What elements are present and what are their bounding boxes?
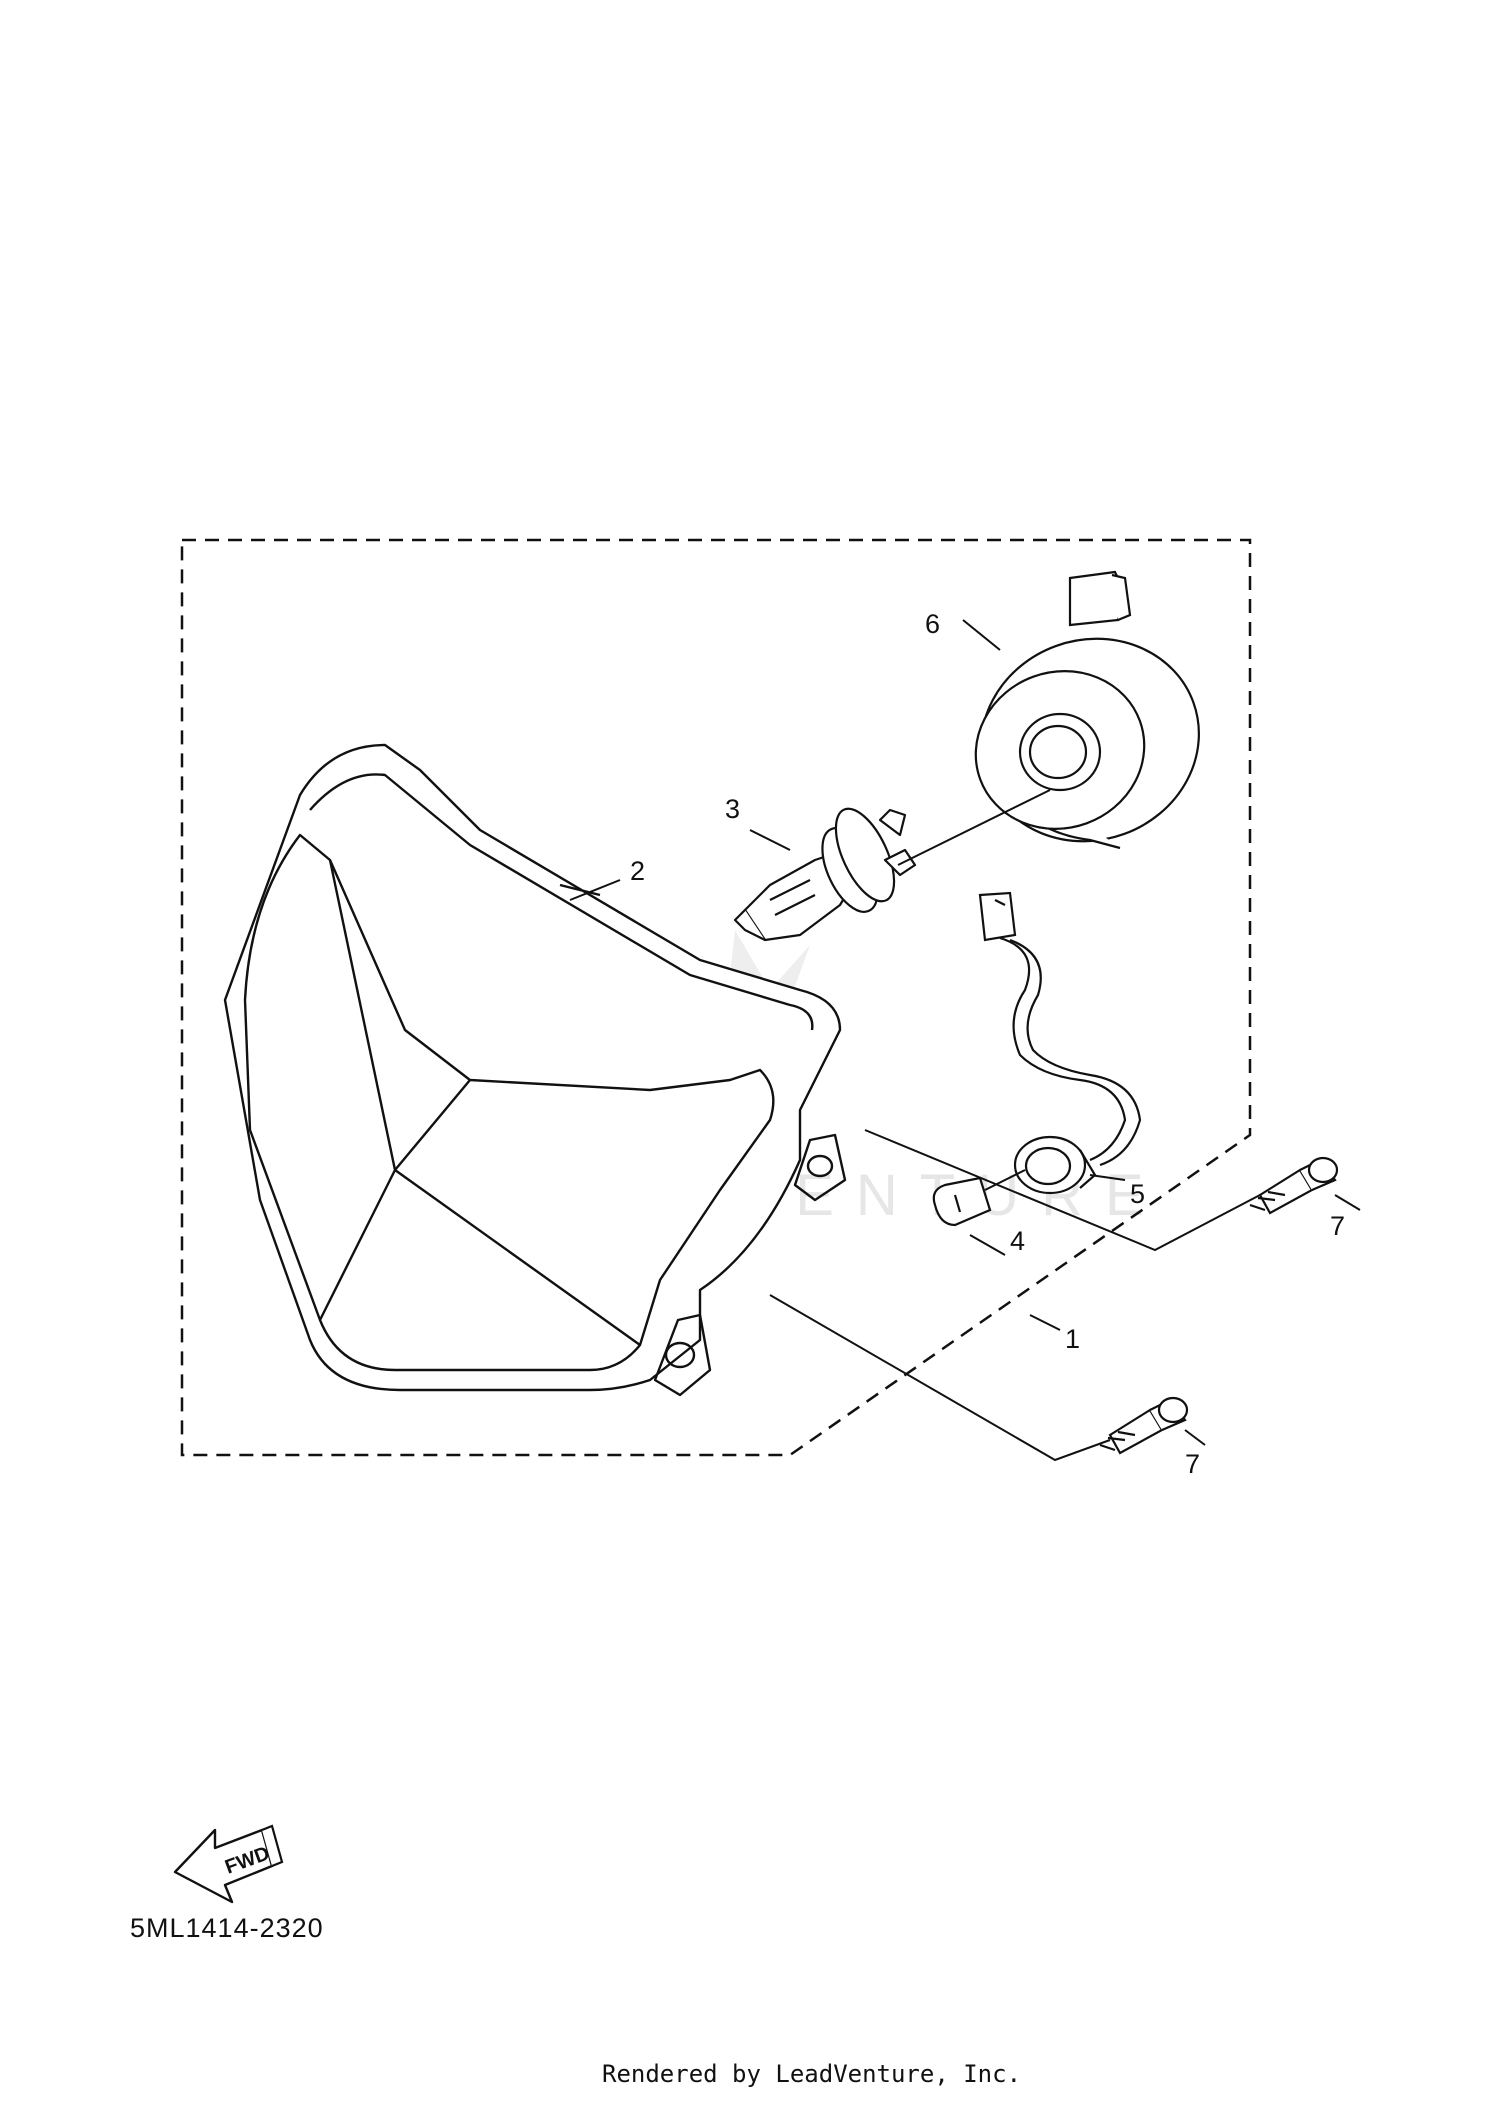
footer-credit: Rendered by LeadVenture, Inc.: [602, 2060, 1021, 2088]
headlight-bulb-drawing: [733, 807, 917, 942]
part-label-3: 3: [725, 794, 740, 824]
bulb-cover-drawing: [974, 570, 1200, 850]
part-label-7-lower: 7: [1185, 1449, 1200, 1479]
part-label-1: 1: [1065, 1324, 1080, 1354]
bolt-lower-drawing: [1099, 1396, 1189, 1455]
position-bulb-drawing: [932, 1176, 992, 1227]
headlight-lens-drawing: [223, 743, 847, 1397]
part-label-2: 2: [630, 856, 645, 886]
leader-lines: [569, 619, 1361, 1462]
part-label-7-upper: 7: [1330, 1211, 1345, 1241]
part-labels: 2 3 6 4 5 1 7 7: [630, 609, 1345, 1479]
bulb-socket-cord-drawing: [978, 891, 1142, 1195]
diagram-code: 5ML1414-2320: [130, 1913, 324, 1943]
part-label-6: 6: [925, 609, 940, 639]
bolt-upper-drawing: [1249, 1156, 1339, 1215]
part-label-5: 5: [1130, 1179, 1145, 1209]
forward-direction-arrow: FWD: [173, 1824, 284, 1904]
part-label-4: 4: [1010, 1226, 1025, 1256]
assembly-boundary: [180, 538, 1252, 1457]
